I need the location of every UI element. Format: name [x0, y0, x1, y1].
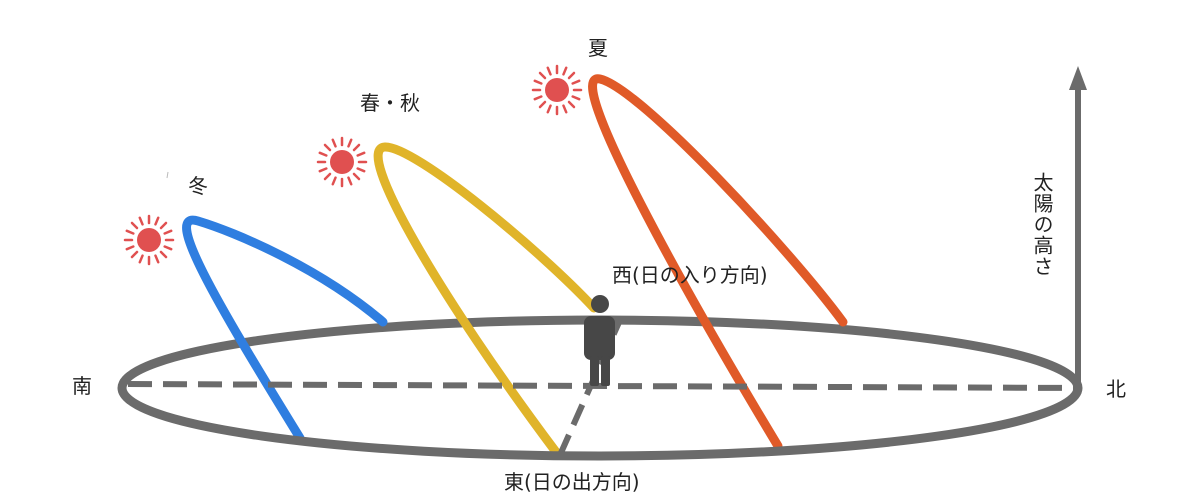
- tick-mark: [166, 171, 169, 179]
- arrow-up-icon: [1069, 66, 1087, 90]
- label-north: 北: [1106, 377, 1126, 401]
- horizon-front: [117, 387, 1083, 461]
- label-spring-autumn: 春・秋: [360, 91, 420, 115]
- summer-sun-path: [588, 74, 848, 451]
- label-winter: 冬: [188, 174, 208, 198]
- winter-sun-path: [182, 215, 388, 443]
- person-icon: [584, 295, 615, 386]
- sun-icon: [123, 214, 175, 266]
- label-summer: 夏: [588, 36, 608, 60]
- east-west-line: [557, 318, 623, 457]
- label-west: 西(日の入り方向): [612, 263, 768, 287]
- sun-icon: [316, 136, 368, 188]
- label-sun-altitude: 太陽の高さ: [1030, 172, 1054, 277]
- spring-autumn-sun-path: [373, 142, 599, 457]
- label-south: 南: [72, 374, 92, 398]
- sun-icon: [531, 64, 583, 116]
- label-east: 東(日の出方向): [504, 470, 640, 494]
